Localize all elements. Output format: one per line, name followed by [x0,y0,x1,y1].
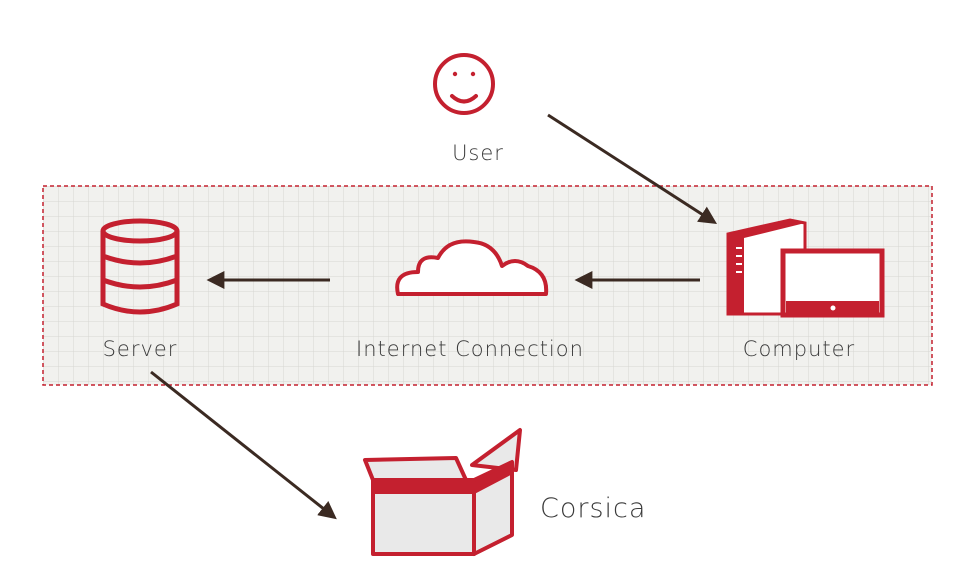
arrows [150,113,718,520]
arrow-server-to-corsica [150,370,337,520]
node-label-user: User [452,141,504,165]
arrow-user-to-computer [547,113,718,224]
smiley-face-icon [433,53,495,115]
node-label-internet: Internet Connection [356,337,584,361]
database-icon [100,218,180,315]
node-label-computer: Computer [743,337,855,361]
open-box-icon [363,428,522,556]
node-label-corsica: Corsica [540,493,646,524]
cloud-icon [395,239,549,296]
node-label-server: Server [103,337,178,361]
desktop-computer-icon [726,218,885,318]
